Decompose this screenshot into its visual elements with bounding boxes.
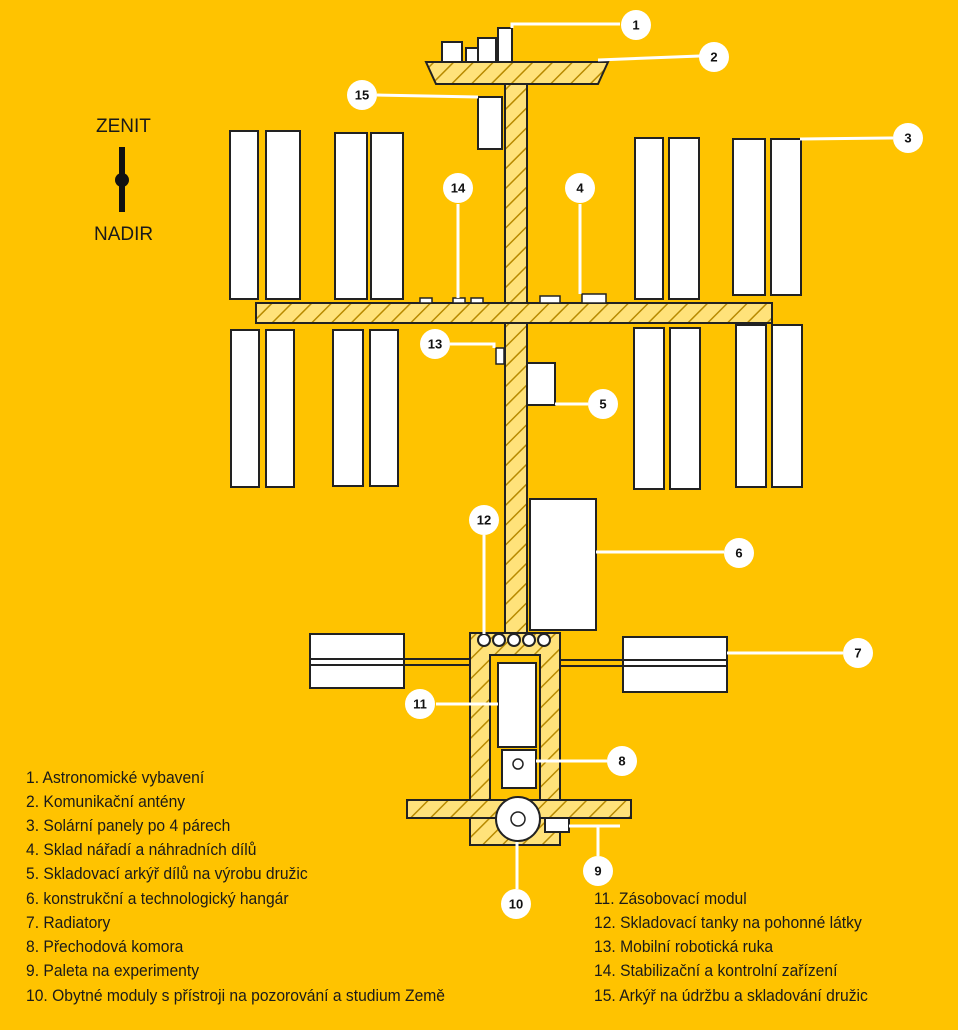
callout-label-6: 6	[735, 546, 742, 561]
orientation-indicator	[115, 147, 129, 212]
legend-item-11: 11. Zásobovací modul	[594, 889, 747, 908]
callout-3	[893, 123, 923, 153]
callout-2	[699, 42, 729, 72]
callout-10	[501, 889, 531, 919]
legend-item-8: 8. Přechodová komora	[26, 937, 184, 956]
callout-14	[443, 173, 473, 203]
hangar	[529, 498, 597, 631]
callout-1	[621, 10, 651, 40]
callout-label-8: 8	[618, 754, 625, 769]
cross-truss	[255, 302, 773, 324]
truss-items	[419, 293, 607, 365]
callout-6	[724, 538, 754, 568]
callout-label-7: 7	[854, 646, 861, 661]
callout-label-9: 9	[594, 864, 601, 879]
astronomical-equipment	[441, 27, 513, 63]
zenit-label: ZENIT	[96, 116, 151, 137]
radiators	[309, 633, 728, 693]
legend-item-12: 12. Skladovací tanky na pohonné látky	[594, 913, 862, 932]
leader-lines	[376, 22, 894, 889]
legend-item-15: 15. Arkýř na údržbu a skladování družic	[594, 986, 868, 1005]
legend-item-3: 3. Solární panely po 4 párech	[26, 816, 231, 835]
callout-label-13: 13	[428, 337, 442, 352]
storage-bay	[526, 362, 556, 406]
callout-label-2: 2	[710, 50, 717, 65]
antenna-boom	[424, 61, 610, 85]
legend-item-4: 4. Sklad nářadí a náhradních dílů	[26, 840, 257, 859]
supply-module	[497, 662, 537, 748]
legend-item-1: 1. Astronomické vybavení	[26, 768, 205, 787]
legend-item-14: 14. Stabilizační a kontrolní zařízení	[594, 961, 838, 980]
experiment-pallet	[544, 817, 570, 833]
callout-5	[588, 389, 618, 419]
legend-item-5: 5. Skladovací arkýř dílů na výrobu druži…	[26, 864, 308, 883]
callout-11	[405, 689, 435, 719]
callout-label-12: 12	[477, 513, 491, 528]
legend-item-6: 6. konstrukční a technologický hangár	[26, 889, 289, 908]
callout-4	[565, 173, 595, 203]
callout-15	[347, 80, 377, 110]
callout-label-1: 1	[632, 18, 639, 33]
callout-12	[469, 505, 499, 535]
legend-item-2: 2. Komunikační antény	[26, 792, 186, 811]
callout-label-5: 5	[599, 397, 606, 412]
solar-panels	[229, 130, 803, 490]
legend-item-7: 7. Radiatory	[26, 913, 111, 932]
callout-label-4: 4	[576, 181, 584, 196]
legend-item-10: 10. Obytné moduly s přístroji na pozorov…	[26, 986, 446, 1005]
callout-13	[420, 329, 450, 359]
propellant-tanks	[477, 633, 551, 647]
callouts	[347, 10, 923, 919]
callout-9	[583, 856, 613, 886]
servicing-bay	[477, 96, 503, 150]
main-truss	[504, 83, 528, 635]
callout-label-3: 3	[904, 131, 911, 146]
callout-label-14: 14	[451, 181, 466, 196]
legend-item-13: 13. Mobilní robotická ruka	[594, 937, 774, 956]
callout-7	[843, 638, 873, 668]
callout-label-10: 10	[509, 897, 523, 912]
legend-item-9: 9. Paleta na experimenty	[26, 961, 200, 980]
nadir-label: NADIR	[94, 224, 154, 245]
callout-8	[607, 746, 637, 776]
habitation-module	[495, 796, 541, 842]
callout-label-15: 15	[355, 88, 369, 103]
callout-label-11: 11	[413, 697, 427, 712]
